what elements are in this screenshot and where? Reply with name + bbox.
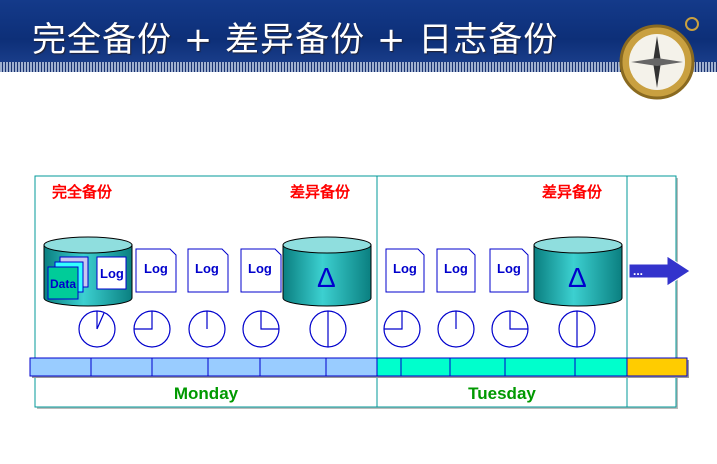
log-file-icon: Log <box>385 248 425 293</box>
diff-backup-label: 差异备份 <box>290 183 351 201</box>
tuesday-label: Tuesday <box>468 384 536 403</box>
next-arrow-icon: ... <box>628 255 691 287</box>
delta-symbol: Δ <box>568 262 587 293</box>
log-label: Log <box>393 261 417 276</box>
clock-icon <box>242 310 280 348</box>
title-banner <box>0 0 717 66</box>
full-backup-database-icon: Data Log <box>43 236 133 307</box>
monday-label: Monday <box>174 384 239 403</box>
log-label: Log <box>497 261 521 276</box>
clock-icon <box>383 310 421 348</box>
log-label: Log <box>144 261 168 276</box>
log-file-icon: Log <box>240 248 282 293</box>
data-file-label: Data <box>50 277 76 291</box>
diff-backup-database-icon: Δ <box>282 236 372 307</box>
future-timeline <box>626 357 688 377</box>
clock-icon <box>309 310 347 348</box>
more-label: ... <box>633 264 643 278</box>
log-label: Log <box>195 261 219 276</box>
clock-icon <box>558 310 596 348</box>
clock-icon <box>78 310 116 348</box>
clock-icon <box>437 310 475 348</box>
page-title: 完全备份 + 差异备份 + 日志备份 <box>32 20 559 60</box>
clock-icon <box>133 310 171 348</box>
timeline-ticks <box>90 358 576 376</box>
compass-icon <box>619 17 699 100</box>
log-file-icon: Log <box>187 248 229 293</box>
log-file-icon: Log <box>489 248 529 293</box>
full-backup-label: 完全备份 <box>52 183 113 201</box>
clock-icon <box>491 310 529 348</box>
log-label: Log <box>248 261 272 276</box>
monday-timeline <box>29 357 378 377</box>
log-file-icon: Log <box>135 248 177 293</box>
log-label: Log <box>444 261 468 276</box>
banner-strip <box>0 62 717 72</box>
log-file-label: Log <box>100 266 124 281</box>
diff-backup-label: 差异备份 <box>542 183 603 201</box>
log-file-icon: Log <box>436 248 476 293</box>
clock-icon <box>188 310 226 348</box>
tuesday-timeline <box>376 357 628 377</box>
diff-backup-database-icon: Δ <box>533 236 623 307</box>
delta-symbol: Δ <box>317 262 336 293</box>
